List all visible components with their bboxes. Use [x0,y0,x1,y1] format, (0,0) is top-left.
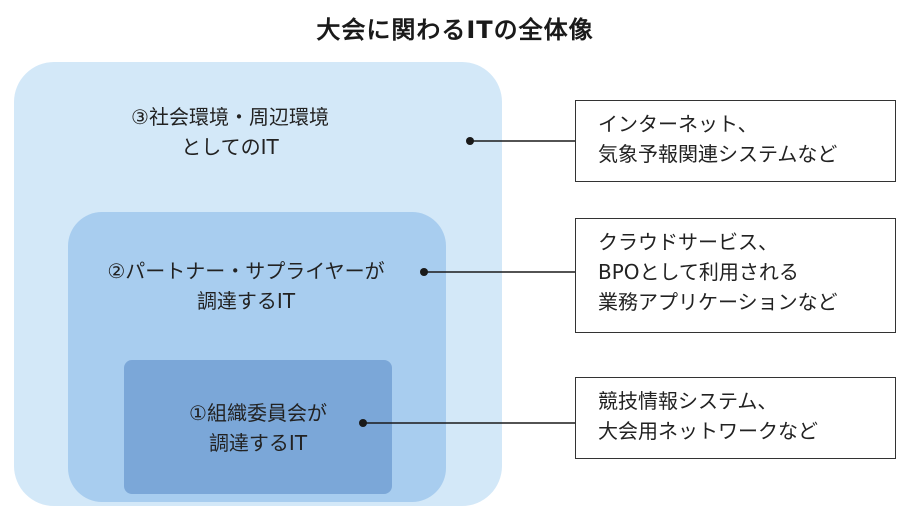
callout-line: 業務アプリケーションなど [598,290,838,314]
middle-layer-label: ②パートナー・サプライヤーが 調達するIT [96,256,396,316]
outer-layer-label-line: としてのIT [181,135,279,159]
callout-line: 気象予報関連システムなど [598,142,838,166]
outer-layer-label-line: ③社会環境・周辺環境 [131,105,329,129]
callout-line: 競技情報システム、 [598,389,778,413]
callout-box-middle: クラウドサービス、 BPOとして利用される 業務アプリケーションなど [575,218,896,333]
middle-layer-label-line: 調達するIT [196,289,296,313]
outer-layer-label: ③社会環境・周辺環境 としてのIT [110,102,350,162]
callout-line: 大会用ネットワークなど [598,419,818,443]
callout-line: インターネット、 [598,112,758,136]
callout-box-outer: インターネット、 気象予報関連システムなど [575,100,896,182]
inner-layer-label-line: 調達するIT [208,431,308,455]
middle-layer-label-line: ②パートナー・サプライヤーが [107,259,385,283]
diagram-title: 大会に関わるITの全体像 [316,16,594,44]
inner-layer-label: ①組織委員会が 調達するIT [124,398,392,458]
inner-layer-organizing-committee [124,360,392,494]
callout-line: BPOとして利用される [598,260,799,284]
inner-layer-label-line: ①組織委員会が [189,401,327,425]
callout-line: クラウドサービス、 [598,230,778,254]
callout-box-inner: 競技情報システム、 大会用ネットワークなど [575,377,896,459]
